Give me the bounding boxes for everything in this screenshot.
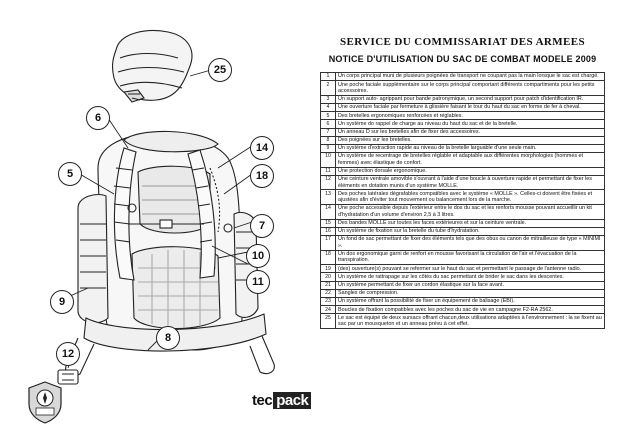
callout-14: 14 [250,136,274,160]
callout-6: 6 [86,106,110,130]
brand-part-1: tec [252,392,273,409]
item-description: Un système de rattrapage sur les côtés d… [335,272,605,282]
item-number: 18 [320,249,336,266]
item-description: Une poche accessible depuis l'extérieur … [335,204,605,220]
item-number: 1 [320,71,336,82]
item-number: 24 [320,305,336,315]
item-description: Un système de recentrage de bretelles ré… [335,152,605,168]
item-number: 22 [320,288,336,298]
item-description: Boucles de fixation compatibles avec les… [335,305,605,315]
brand-part-2: pack [273,392,312,409]
item-description: Un anneau D sur les bretelles afin de fi… [335,127,605,137]
callout-10: 10 [246,244,270,268]
item-number: 3 [320,94,336,104]
item-number: 19 [320,264,336,274]
item-description: Un corps principal muni de plusieurs poi… [335,71,605,82]
item-number: 16 [320,226,336,237]
item-row: 19(des) ouverture(s) pouvant se refermer… [320,264,605,274]
item-description: Une ceinture ventrale amovible s'ouvrant… [335,174,605,191]
item-number: 12 [320,174,336,191]
item-number: 5 [320,111,336,121]
item-number: 17 [320,235,336,251]
item-number: 25 [320,313,336,329]
item-description: (des) ouverture(s) pouvant se refermer s… [335,264,605,274]
callout-12: 12 [56,342,80,366]
document-title: SERVICE DU COMMISSARIAT DES ARMEES [339,36,586,48]
item-description: Un système de fixation sur la bretelle d… [335,226,605,237]
item-description: Une poche faciale supplémentaire sur le … [335,80,605,96]
item-number: 4 [320,102,336,113]
item-description: Un dos ergonomique garni de renfort en m… [335,249,605,266]
item-number: 9 [320,143,336,154]
item-description: Des bandes MOLLE sur toutes les faces ex… [335,218,605,228]
item-number: 2 [320,80,336,96]
item-description: Le sac est équipé de deux sursacs offran… [335,313,605,329]
item-description: Des poignées sur les bretelles. [335,135,605,145]
callout-7: 7 [250,214,274,238]
item-description: Un système permettant de fixer un cordon… [335,280,605,290]
item-number: 6 [320,119,336,129]
backpack-diagram: 25 6 14 18 5 7 10 11 9 8 12 [28,18,298,423]
item-number: 7 [320,127,336,137]
item-number: 13 [320,189,336,206]
item-description: Un système do rappel de charge au niveau… [335,119,605,129]
item-description: Un système offrant la possibilité de fix… [335,296,605,307]
item-description: Une ouverture faciale par fermeture à gl… [335,102,605,113]
item-description: Une protection dorsale ergonomique. [335,166,605,176]
item-number: 8 [320,135,336,145]
notice-document: SERVICE DU COMMISSARIAT DES ARMEES NOTIC… [320,36,605,329]
item-number: 23 [320,296,336,307]
item-description: Des poches latérales dégrafables compati… [335,189,605,206]
callout-5: 5 [58,162,82,186]
callout-11: 11 [246,270,270,294]
item-number: 15 [320,218,336,228]
callout-25: 25 [208,58,232,82]
item-number: 10 [320,152,336,168]
callout-9: 9 [50,290,74,314]
item-description: Un système d'extraction rapide au niveau… [335,143,605,154]
item-description: Un support auto- agrippant pour bande pa… [335,94,605,104]
item-number: 21 [320,280,336,290]
item-number: 14 [320,204,336,220]
item-number: 20 [320,272,336,282]
item-description: Un fond de sac permettant de fixer des é… [335,235,605,251]
backpack-illustration [57,30,275,385]
callout-8: 8 [156,326,180,350]
item-description: Sangles de compression. [335,288,605,298]
sca-emblem [26,380,64,424]
callout-18: 18 [250,164,274,188]
sca-emblem-graphic [28,381,62,424]
item-description: Des bretelles ergonomiques renforcées et… [335,111,605,121]
document-subtitle: NOTICE D'UTILISATION DU SAC DE COMBAT MO… [328,54,597,64]
item-number: 11 [320,166,336,176]
